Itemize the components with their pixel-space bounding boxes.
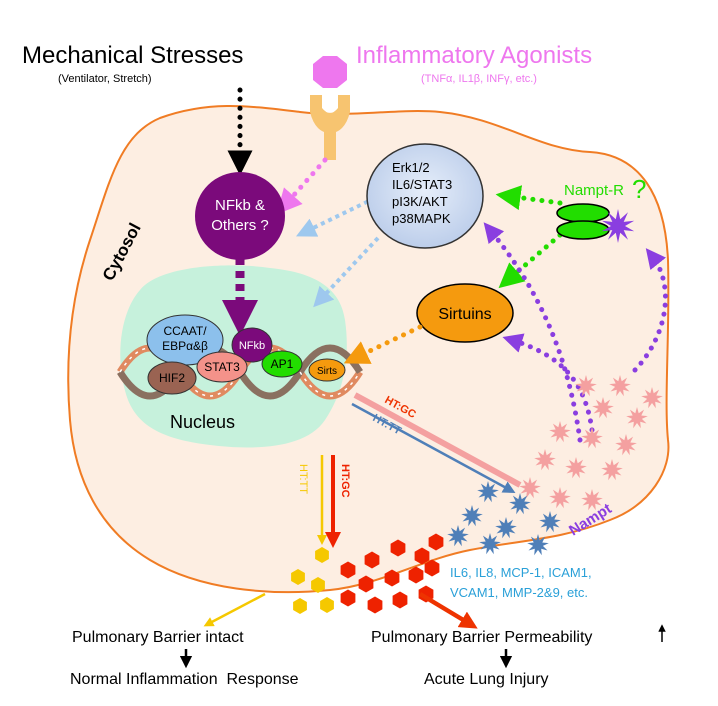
nampt-receptor-icon [556, 203, 610, 240]
tf-ccaat-line1: CCAAT/ [163, 324, 207, 338]
kinase-p38: p38MAPK [392, 211, 451, 226]
receptor-to-sirtuins-arrow [498, 232, 563, 289]
red-hexagon-icon [392, 591, 408, 609]
sirtuins-label: Sirtuins [438, 306, 491, 323]
ht-tt-diagonal-arrow [351, 402, 516, 493]
nampt-to-kinase-arrow [483, 222, 583, 443]
tf-stat3 [196, 351, 248, 383]
nampt-star-icon [641, 387, 663, 409]
yellow-hexagon-icon [315, 547, 329, 563]
nampt-star-icon [539, 511, 561, 533]
yellow-hexagon-icon [291, 569, 305, 585]
inflammatory-subtitle: (TNFα, IL1β, INFγ, etc.) [421, 73, 537, 85]
nampt-star-icon [527, 534, 549, 556]
kinase-node [366, 143, 484, 249]
nucleus-label: Nucleus [170, 412, 235, 432]
yellow-hexagon-cluster [291, 547, 334, 614]
red-hexagon-icon [414, 547, 430, 565]
outcome-normal: Normal Inflammation Response [70, 671, 299, 688]
outcome-permeability: Pulmonary Barrier Permeability [371, 629, 592, 646]
nampt-star-icon [549, 421, 571, 443]
permeability-arrow [418, 592, 478, 629]
nampt-star-icon [549, 487, 571, 509]
nampt-receptor-label: Nampt-R [564, 182, 624, 199]
inflammatory-title: Inflammatory Agonists [356, 42, 592, 69]
nampt-star-icon [447, 525, 469, 547]
ht-tt-vertical-label: HT:TT [297, 464, 309, 494]
kinase-pi3k: pI3K/AKT [392, 194, 448, 209]
red-hexagon-icon [358, 575, 374, 593]
kinase-to-nucleus-arrow [313, 236, 380, 308]
nampt-blue-star-cluster [447, 481, 561, 556]
nampt-star-icon [477, 481, 499, 503]
cytokine-receptor-icon [310, 56, 350, 160]
nampt-star-icon [495, 517, 517, 539]
red-hexagon-icon [428, 533, 444, 551]
yellow-hexagon-icon [311, 577, 325, 593]
agonist-arrow [276, 157, 328, 215]
receptor-to-kinase-arrow [495, 185, 563, 211]
nampt-star-icon [601, 209, 635, 243]
nfkb-node-line1: NFkb & [215, 197, 265, 214]
tf-nfkb [231, 327, 273, 363]
tf-ap1 [261, 350, 303, 378]
nfkb-node [195, 172, 285, 260]
outcome-intact: Pulmonary Barrier intact [72, 629, 244, 646]
tf-ccaat-line2: EBPα&β [162, 339, 208, 353]
sirtuins-to-nucleus-arrow [343, 324, 423, 364]
yellow-hexagon-icon [320, 597, 334, 613]
nampt-pink-star-cluster [519, 375, 663, 511]
yellow-hexagon-icon [293, 598, 307, 614]
nampt-star-icon [575, 375, 597, 397]
red-hexagon-icon [390, 539, 406, 557]
nampt-star-icon [519, 477, 541, 499]
mechanical-title: Mechanical Stresses [22, 42, 243, 69]
tf-stat3-label: STAT3 [204, 360, 240, 374]
nampt-bound-star-icon [601, 209, 635, 243]
ht-gc-vertical-label: HT:GC [339, 464, 351, 498]
tf-sirts-label: Sirts [317, 366, 337, 377]
red-hexagon-icon [408, 566, 424, 584]
nampt-star-icon [601, 459, 623, 481]
tf-hif2-label: HIF2 [159, 371, 185, 385]
sirtuins-node [416, 283, 514, 343]
nampt-star-icon [461, 505, 483, 527]
red-hexagon-icon [367, 596, 383, 614]
nampt-star-icon [592, 397, 614, 419]
red-hexagon-icon [364, 551, 380, 569]
red-hexagon-icon [384, 569, 400, 587]
red-hexagon-icon [340, 589, 356, 607]
nampt-receptor-question: ? [632, 174, 646, 204]
nampt-star-icon [581, 489, 603, 511]
red-hexagon-icon [424, 559, 440, 577]
tf-hif2 [147, 361, 197, 395]
kinase-il6: IL6/STAT3 [392, 177, 452, 192]
tf-nfkb-label: NFkb [239, 340, 265, 352]
tf-ap1-label: AP1 [271, 357, 294, 371]
cytokine-list-line2: VCAM1, MMP-2&9, etc. [450, 585, 588, 600]
nampt-star-icon [509, 493, 531, 515]
nampt-to-sirtuins-arrow [502, 333, 595, 433]
mechanical-subtitle: (Ventilator, Stretch) [58, 73, 152, 85]
nampt-star-icon [609, 375, 631, 397]
nampt-star-icon [565, 457, 587, 479]
intact-arrow [203, 592, 266, 627]
nampt-star-icon [626, 407, 648, 429]
nampt-star-icon [581, 427, 603, 449]
kinase-erk: Erk1/2 [392, 160, 430, 175]
outcome-injury: Acute Lung Injury [424, 671, 549, 688]
kinase-to-nfkb-arrow [296, 196, 376, 237]
nfkb-node-line2: Others ? [211, 217, 269, 234]
nampt-star-icon [479, 533, 501, 555]
red-hexagon-cluster [340, 533, 444, 614]
red-hexagon-icon [340, 561, 356, 579]
cytokine-list-line1: IL6, IL8, MCP-1, ICAM1, [450, 565, 592, 580]
nampt-star-icon [615, 434, 637, 456]
nampt-star-icon [534, 449, 556, 471]
tf-sirts [308, 358, 346, 382]
nampt-to-receptor-arrow [632, 248, 668, 373]
ht-gc-diagonal-arrow [353, 392, 522, 488]
